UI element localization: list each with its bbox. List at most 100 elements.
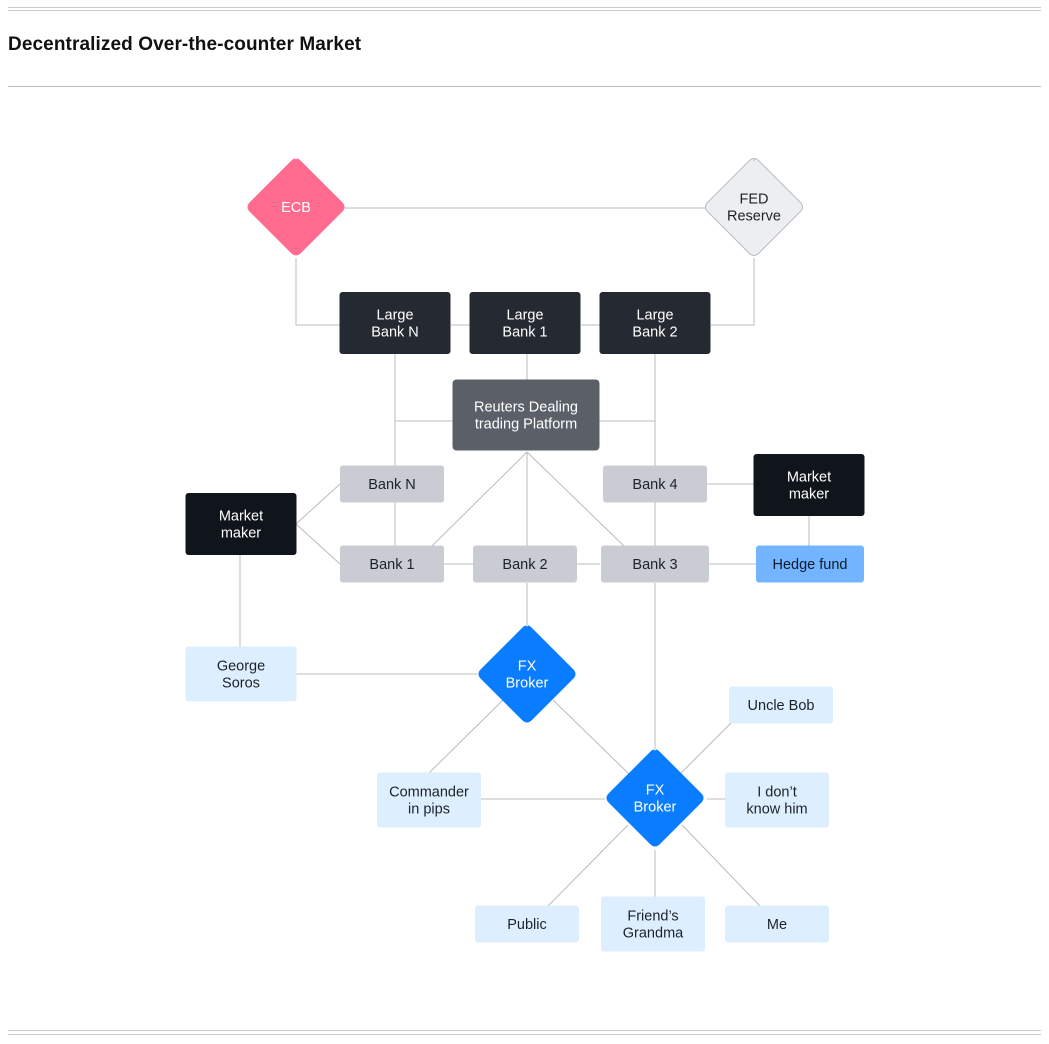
node-shape bbox=[377, 772, 481, 828]
connector-line bbox=[681, 824, 761, 907]
title-divider bbox=[8, 86, 1041, 87]
node-label: Broker bbox=[506, 676, 549, 692]
node-label: maker bbox=[789, 487, 829, 503]
connector-line bbox=[295, 523, 341, 565]
node-me: Me bbox=[725, 905, 829, 943]
node-label: trading Platform bbox=[475, 417, 577, 433]
node-label: Market bbox=[787, 470, 831, 486]
node-label: Reuters Dealing bbox=[474, 400, 578, 416]
node-label: Uncle Bob bbox=[748, 698, 815, 714]
node-label: Bank 1 bbox=[369, 557, 414, 573]
node-shape bbox=[729, 686, 833, 724]
node-uncle-bob: Uncle Bob bbox=[729, 686, 833, 724]
node-label: Grandma bbox=[623, 926, 684, 942]
node-shape bbox=[601, 896, 705, 952]
top-rule-secondary bbox=[8, 10, 1041, 11]
node-bank-4: Bank 4 bbox=[603, 465, 707, 503]
node-label: Bank 4 bbox=[632, 477, 677, 493]
node-shape bbox=[340, 465, 444, 503]
node-hedge-fund: Hedge fund bbox=[756, 545, 864, 583]
node-shape bbox=[725, 905, 829, 943]
connector-line bbox=[295, 258, 340, 326]
node-shape bbox=[475, 905, 579, 943]
node-label: Bank 2 bbox=[632, 325, 677, 341]
node-label: Commander bbox=[389, 785, 469, 801]
node-shape bbox=[753, 454, 865, 516]
node-bank-1: Bank 1 bbox=[340, 545, 444, 583]
node-label: in pips bbox=[408, 802, 450, 818]
node-label: ECB bbox=[281, 200, 311, 216]
page-title: Decentralized Over-the-counter Market bbox=[8, 34, 362, 55]
node-label: FX bbox=[646, 783, 665, 799]
node-shape bbox=[452, 379, 600, 451]
node-shape bbox=[247, 158, 345, 256]
node-label: Public bbox=[507, 917, 547, 933]
connector-line bbox=[547, 824, 629, 907]
node-label: Bank 2 bbox=[502, 557, 547, 573]
node-shape bbox=[756, 545, 864, 583]
connector-line bbox=[552, 699, 631, 776]
node-bank-3: Bank 3 bbox=[601, 545, 709, 583]
node-label: I don’t bbox=[757, 785, 797, 801]
node-shape bbox=[473, 545, 577, 583]
connector-line bbox=[295, 483, 341, 525]
node-label: Friend’s bbox=[627, 909, 678, 925]
node-label: Soros bbox=[222, 676, 260, 692]
node-shape bbox=[599, 292, 711, 354]
node-ecb: ECB bbox=[247, 158, 345, 256]
connector-line bbox=[711, 258, 755, 326]
node-label: FED bbox=[740, 192, 769, 208]
node-label: know him bbox=[746, 802, 807, 818]
node-label: Large bbox=[376, 308, 413, 324]
top-rule bbox=[8, 7, 1041, 8]
node-bank-n: Bank N bbox=[340, 465, 444, 503]
node-label: maker bbox=[221, 526, 261, 542]
node-shape bbox=[705, 158, 803, 256]
node-label: Bank N bbox=[371, 325, 419, 341]
bottom-rule bbox=[8, 1030, 1041, 1031]
connector-lines bbox=[239, 207, 810, 907]
node-label: FX bbox=[518, 659, 537, 675]
node-shape bbox=[185, 646, 297, 702]
node-label: Reserve bbox=[727, 209, 781, 225]
node-shape bbox=[478, 625, 576, 723]
node-label: Large bbox=[506, 308, 543, 324]
node-label: Market bbox=[219, 509, 263, 525]
node-label: Bank N bbox=[368, 477, 416, 493]
node-shape bbox=[606, 749, 704, 847]
node-shape bbox=[601, 545, 709, 583]
node-label: George bbox=[217, 659, 265, 675]
connector-line bbox=[526, 451, 625, 547]
node-shape bbox=[185, 493, 297, 555]
node-shape bbox=[725, 772, 829, 828]
node-shape bbox=[469, 292, 581, 354]
node-label: Bank 3 bbox=[632, 557, 677, 573]
node-shape bbox=[603, 465, 707, 503]
node-label: Large bbox=[636, 308, 673, 324]
node-label: Hedge fund bbox=[773, 557, 848, 573]
connector-line bbox=[427, 699, 504, 775]
node-public: Public bbox=[475, 905, 579, 943]
connector-line bbox=[679, 722, 732, 775]
node-shape bbox=[339, 292, 451, 354]
connector-line bbox=[431, 451, 528, 547]
bottom-rule-secondary bbox=[8, 1034, 1041, 1035]
node-label: Broker bbox=[634, 800, 677, 816]
node-label: Me bbox=[767, 917, 787, 933]
node-label: Bank 1 bbox=[502, 325, 547, 341]
